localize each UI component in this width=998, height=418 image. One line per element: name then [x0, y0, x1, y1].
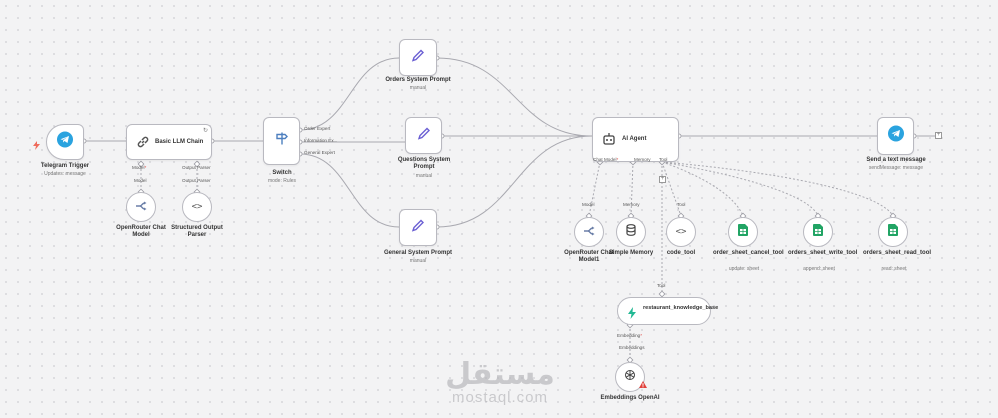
watermark-arabic: مستقل — [445, 357, 555, 392]
database-icon — [626, 223, 636, 241]
openrouter-chat-model-port: Model — [134, 178, 147, 183]
switch-output-information-expert: Information Ex... — [304, 138, 338, 143]
order-sheet-cancel-tool-title: order_sheet_cancel_tool — [713, 250, 784, 256]
telegram-trigger-subtitle: Updates: message — [44, 171, 86, 177]
telegram-icon — [887, 125, 904, 147]
add-next-node-plus-button[interactable]: + — [935, 132, 942, 139]
openrouter-chat-model1-title: OpenRouter Chat Model1 — [564, 250, 614, 263]
basic-llm-chain-output-parser-port: Output Parser — [182, 165, 211, 170]
refresh-icon: ↻ — [202, 128, 208, 134]
ai-agent-memory-port: Memory — [634, 157, 651, 162]
orders-system-prompt-subtitle: manual — [409, 85, 427, 91]
switch-output-general-expert: General Expert — [304, 150, 335, 155]
telegram-trigger-node[interactable] — [46, 124, 84, 160]
switch-signpost-icon — [274, 131, 290, 152]
ai-agent-title: AI Agent — [622, 136, 647, 142]
google-sheets-icon — [888, 223, 898, 241]
watermark-latin: mostaql.com — [451, 389, 549, 406]
orders-sheet-write-tool-subtitle: append: sheet — [803, 266, 835, 272]
orders-sheet-read-tool-title: orders_sheet_read_tool — [863, 250, 932, 256]
restaurant-knowledge-base-title: restaurant_knowledge_base — [643, 305, 719, 311]
send-text-message-title: Send a text message — [866, 157, 926, 163]
openrouter-chat-model-node[interactable] — [126, 192, 156, 222]
structured-output-parser-node[interactable]: <> — [182, 192, 212, 222]
embeddings-openai-title: Embeddings OpenAI — [600, 395, 660, 401]
vector-store-bolt-icon — [627, 306, 637, 324]
embeddings-port: Embeddings — [619, 345, 645, 350]
pencil-icon — [411, 48, 425, 67]
openrouter-chat-model1-node[interactable] — [574, 217, 604, 247]
simple-memory-title: Simple Memory — [608, 250, 654, 256]
trigger-bolt-icon — [33, 137, 40, 155]
openrouter-chat-model1-port: Model — [582, 202, 595, 207]
simple-memory-node[interactable] — [616, 217, 646, 247]
pencil-icon — [411, 218, 425, 237]
warning-icon — [639, 375, 647, 393]
robot-icon — [602, 132, 616, 150]
order-sheet-cancel-tool-node[interactable] — [728, 217, 758, 247]
send-text-message-subtitle: sendMessage: message — [868, 165, 924, 171]
openrouter-chat-model-title: OpenRouter Chat Model — [116, 225, 166, 238]
general-system-prompt-title: General System Prompt — [383, 250, 453, 256]
ai-agent-tool-port: Tool — [659, 157, 668, 162]
orders-system-prompt-node[interactable] — [399, 39, 437, 76]
orders-sheet-write-tool-title: orders_sheet_write_tool — [788, 250, 858, 256]
structured-output-parser-port: Output Parser — [182, 178, 211, 183]
code-tool-port: Tool — [677, 202, 686, 207]
orders-system-prompt-title: Orders System Prompt — [385, 77, 451, 83]
google-sheets-icon — [738, 223, 748, 241]
openai-icon — [624, 368, 636, 386]
telegram-trigger-title: Telegram Trigger — [40, 163, 90, 169]
switch-output-order-expert: Order Expert — [304, 126, 331, 131]
telegram-icon — [57, 131, 73, 153]
simple-memory-port: Memory — [623, 202, 640, 207]
questions-system-prompt-title: Questions System Prompt — [397, 157, 451, 170]
questions-system-prompt-subtitle: manual — [415, 173, 433, 179]
basic-llm-chain-node[interactable]: Basic LLM Chain ↻ — [126, 124, 212, 160]
orders-sheet-read-tool-subtitle: read: sheet — [881, 266, 907, 272]
send-text-message-node[interactable] — [877, 117, 914, 155]
general-system-prompt-subtitle: manual — [409, 258, 427, 264]
pencil-icon — [417, 126, 431, 145]
mostaql-watermark-logo: مستقل mostaql.com — [395, 360, 605, 406]
code-tool-title: code_tool — [666, 250, 696, 256]
add-tool-plus-button[interactable]: + — [659, 176, 666, 183]
switch-title: Switch — [272, 170, 292, 176]
google-sheets-icon — [813, 223, 823, 241]
switch-subtitle: mode: Rules — [267, 178, 297, 184]
orders-sheet-write-tool-node[interactable] — [803, 217, 833, 247]
restaurant-knowledge-base-embedding-port: Embedding* — [617, 333, 643, 338]
ai-agent-chat-model-port: Chat Model* — [593, 157, 619, 162]
link-icon — [136, 135, 150, 154]
ai-agent-node[interactable]: AI Agent — [592, 117, 679, 162]
openrouter-icon — [583, 223, 595, 241]
order-sheet-cancel-tool-subtitle: update: sheet — [728, 266, 760, 272]
openrouter-icon — [135, 198, 147, 216]
embeddings-openai-node[interactable] — [615, 362, 647, 393]
basic-llm-chain-model-port: Model* — [132, 165, 147, 170]
structured-output-parser-title: Structured Output Parser — [171, 225, 223, 238]
general-system-prompt-node[interactable] — [399, 209, 437, 246]
code-brackets-icon: <> — [675, 227, 687, 237]
orders-sheet-read-tool-node[interactable] — [878, 217, 908, 247]
questions-system-prompt-node[interactable] — [405, 117, 442, 154]
code-tool-node[interactable]: <> — [666, 217, 696, 247]
switch-node[interactable] — [263, 117, 300, 165]
restaurant-knowledge-base-node[interactable]: restaurant_knowledge_base — [617, 297, 719, 325]
restaurant-knowledge-base-tool-port: Tool — [657, 283, 666, 288]
code-brackets-icon: <> — [191, 202, 203, 212]
basic-llm-chain-title: Basic LLM Chain — [155, 139, 204, 145]
